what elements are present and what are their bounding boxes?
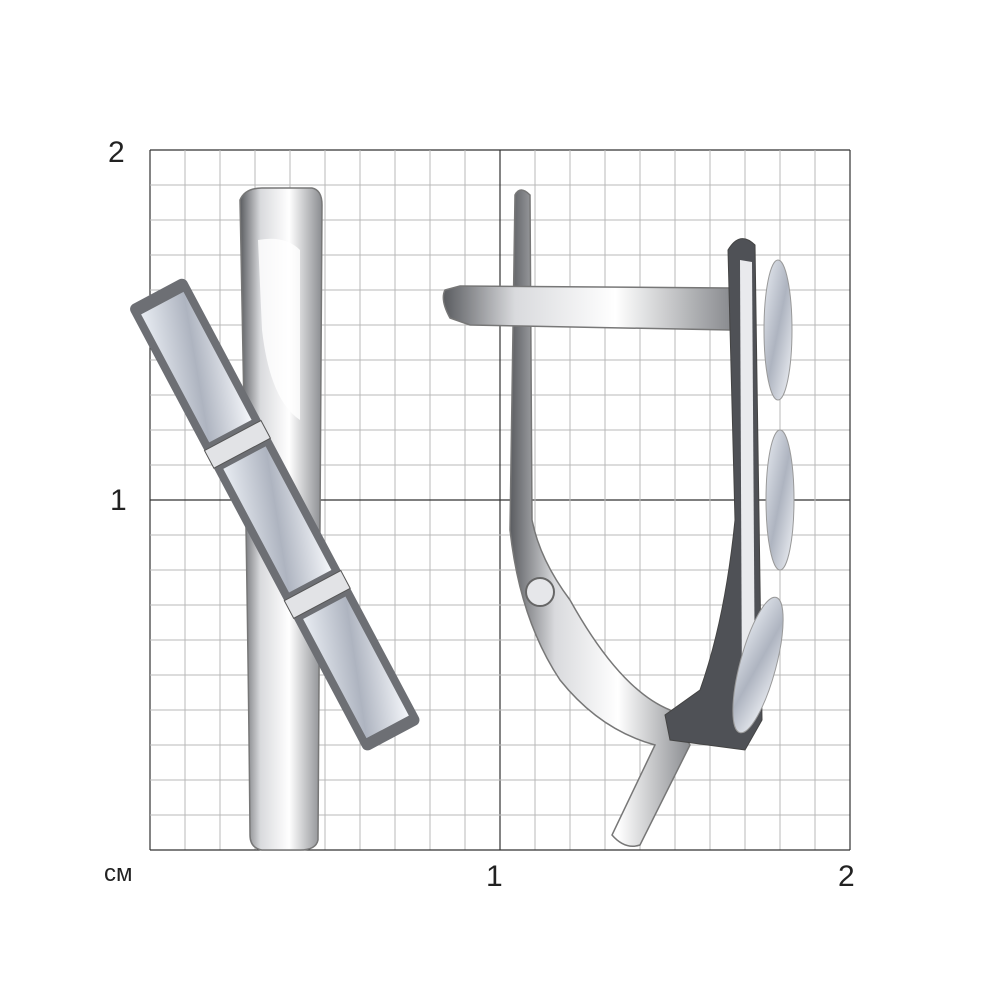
unit-label: см xyxy=(104,860,133,887)
baguette-stone-bar xyxy=(130,278,420,751)
x-label-1: 1 xyxy=(486,860,503,893)
earring-side-view xyxy=(442,189,795,847)
y-label-1: 1 xyxy=(110,484,127,517)
x-label-2: 2 xyxy=(838,860,855,893)
earring-front-view xyxy=(130,187,420,851)
y-label-2: 2 xyxy=(108,136,125,169)
stones-side xyxy=(732,259,795,734)
